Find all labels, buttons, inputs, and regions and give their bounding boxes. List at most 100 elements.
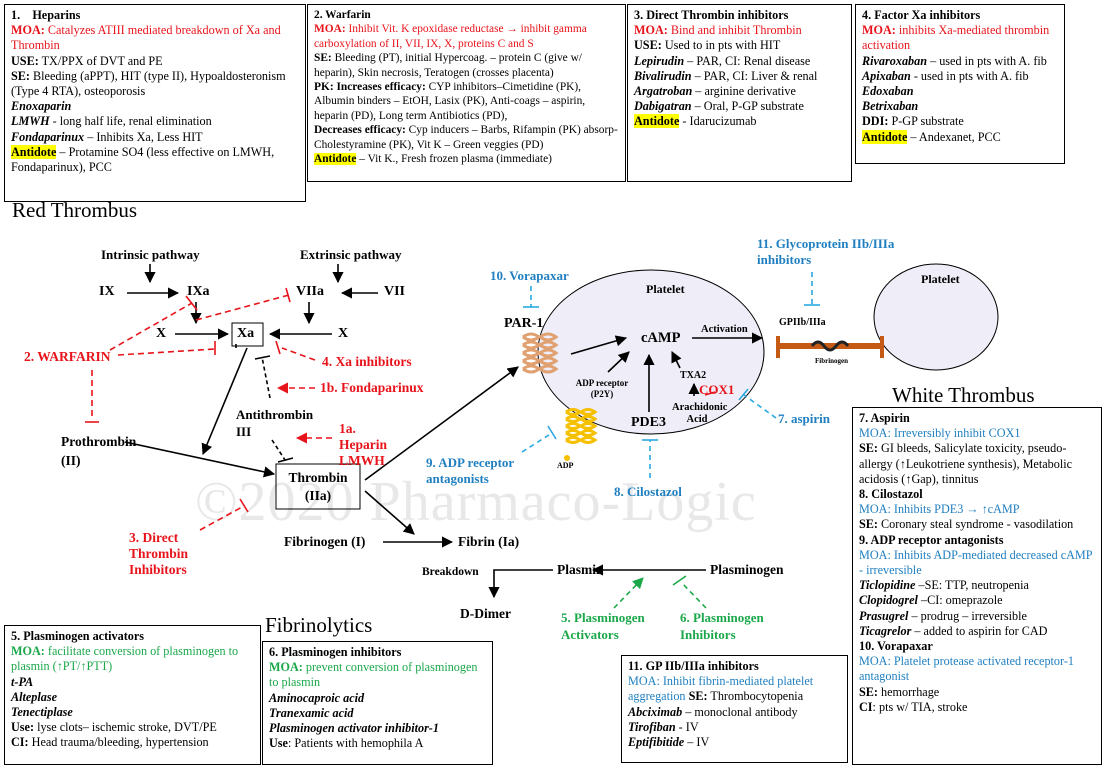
cilostazol-moa-label: MOA	[859, 502, 888, 517]
heparins-use-label: USE:	[11, 53, 39, 68]
heparins-num: 1.	[11, 8, 21, 22]
thrombin-box-frame	[275, 463, 361, 510]
gp-d1: Abciximab	[628, 704, 683, 719]
arrow-thrombin-fibrin	[364, 490, 415, 535]
arrow-prothrombin-thrombin	[124, 441, 276, 478]
cilostazol-label: 8. Cilostazol	[614, 484, 682, 499]
vorapaxar-moa-label: MOA:	[859, 654, 891, 669]
node-x-left: X	[156, 326, 167, 341]
aspirin-se-label: SE:	[859, 441, 878, 456]
fibrinolytics-heading: Fibrinolytics	[265, 613, 373, 637]
prothrombin-label: Prothrombin (II)	[61, 434, 137, 468]
dti-moa: Bind and inhibit Thrombin	[670, 23, 802, 38]
fondaparinux-label: 1b. Fondaparinux	[320, 380, 424, 395]
gp-inhibitors-box: 11. GP IIb/IIIa inhibitors MOA: Inhibit …	[621, 655, 848, 763]
xa-d2-desc: - used in pts with A. fib	[910, 68, 1029, 83]
gp-se: Thrombocytopenia	[707, 689, 804, 704]
warfarin-title: 2. Warfarin	[314, 9, 371, 21]
warfarin-pk-dec-label: Decreases efficacy:	[314, 124, 406, 137]
arrow-breakdown	[488, 569, 553, 599]
gp-moa-label: MOA:	[628, 674, 660, 689]
txa2-label: TXA2	[680, 370, 707, 381]
plasminogen-inhibitors-label: 6. Plasminogen Inhibitors	[680, 610, 764, 642]
heparins-drug2-desc: - long half life, renal elimination	[49, 114, 212, 129]
pde3-label: PDE3	[631, 415, 666, 430]
watermark: ©2020 Pharmaco-Logic	[195, 471, 757, 533]
adp-antag-d3-desc: – prodrug – irreversible	[908, 608, 1027, 623]
warfarin-box: 2. Warfarin MOA: Inhibit Vit. K epoxidas…	[307, 4, 626, 182]
extrinsic-pathway-label: Extrinsic pathway	[300, 247, 402, 262]
xa-box-frame	[231, 322, 264, 347]
dti-antidote-label: Antidote	[634, 114, 680, 129]
warfarin-pk-inc: CYP inhibitors–Cimetidine (PK), Albumin …	[314, 81, 586, 122]
dti-moa-label: MOA:	[634, 23, 668, 38]
xa-d1: Rivaroxaban	[862, 53, 928, 68]
arrow-thrombin-par1	[364, 366, 519, 481]
vorapaxar-ci-label: CI	[859, 699, 873, 714]
dti-use-label: USE:	[634, 38, 662, 53]
heparins-moa-label: MOA:	[11, 23, 45, 38]
warfarin-antidote-label: Antidote	[314, 153, 357, 166]
xa-d1-desc: – used in pts with A. fib	[927, 53, 1047, 68]
adp-antagonists-label: 9. ADP receptor antagonists	[426, 455, 514, 486]
dti-d2-desc: – PAR, CI: Liver & renal	[691, 68, 818, 83]
arrow-adp-camp	[607, 351, 630, 373]
aspirin-se: GI bleeds, Salicylate toxicity, pseudo-a…	[859, 441, 1072, 486]
cilostazol-se-label: SE:	[859, 517, 878, 532]
gp-receptor-label: GPIIb/IIIa	[779, 317, 826, 328]
xa-moa: inhibits Xa-mediated thrombin activation	[862, 23, 1050, 53]
vorapaxar-label: 10. Vorapaxar	[490, 268, 569, 283]
dti-d3: Argatroban	[634, 84, 693, 99]
heparins-title: Heparins	[32, 8, 81, 22]
adp-label: ADP	[557, 461, 574, 470]
xa-antidote: – Andexanet, PCC	[907, 129, 1001, 144]
warfarin-label: 2. WARFARIN	[24, 349, 111, 364]
warfarin-moa-label: MOA:	[314, 23, 346, 36]
cox1-label: COX1	[699, 382, 735, 397]
heparins-antidote: – Protamine SO4 (less effective on LMWH,…	[11, 144, 275, 175]
adp-receptor-icon	[565, 408, 598, 444]
plasminogen-label: Plasminogen	[710, 562, 784, 577]
par1-receptor-icon	[522, 332, 559, 374]
pa-d3: Tenectiplase	[11, 705, 73, 720]
heparins-drug1: Enoxaparin	[11, 99, 72, 114]
pa-d1: t-PA	[11, 674, 34, 689]
dti-title: 3. Direct Thrombin inhibitors	[634, 8, 789, 22]
par1-label: PAR-1	[504, 316, 544, 331]
xa-moa-label: MOA:	[862, 23, 896, 38]
pi-line	[680, 581, 707, 609]
heparin-label: 1a. Heparin LMWH	[339, 421, 388, 468]
gp-d3: Eptifibitide	[628, 735, 685, 750]
aspirin-moa: Irreversibly inhibit COX1	[893, 426, 1021, 441]
xa-d4: Betrixaban	[862, 99, 919, 114]
cox1-to-arachidonic	[704, 391, 716, 396]
node-x-right: X	[338, 326, 349, 341]
platelet-label: Platelet	[646, 282, 685, 296]
warfarin-pk-inc-label: PK: Increases efficacy:	[314, 81, 426, 94]
antiplatelet-box: 7. Aspirin MOA: Irreversibly inhibit COX…	[852, 407, 1102, 765]
pa-use: lyse clots– ischemic stroke, DVT/PE	[34, 720, 217, 735]
gp-d2: Tirofiban	[628, 719, 676, 734]
aspirin-cox1-bar	[738, 388, 749, 401]
node-ix: IX	[99, 284, 115, 299]
fibrin-label: Fibrin (Ia)	[458, 534, 520, 549]
antithrombin-xa-bar	[254, 355, 271, 360]
xa-ddi: P-GP substrate	[888, 114, 964, 129]
dti-d1-desc: – PAR, CI: Renal disease	[684, 53, 811, 68]
aspirin-label: 7. aspirin	[778, 411, 831, 426]
platelet-label-2: Platelet	[921, 272, 960, 286]
vorapaxar-se-label: SE:	[859, 684, 878, 699]
dti-box: 3. Direct Thrombin inhibitors MOA: Bind …	[627, 4, 852, 182]
arrow-par1-camp	[570, 335, 628, 355]
pa-d2: Alteplase	[11, 689, 58, 704]
xa-d2: Apixaban	[862, 68, 911, 83]
pa-title: 5. Plasminogen activators	[11, 629, 145, 643]
xa-ddi-label: DDI:	[862, 114, 889, 129]
dti-thrombin-bar	[239, 498, 249, 513]
red-thrombus-heading: Red Thrombus	[12, 198, 138, 222]
platelet-cell-2	[873, 263, 999, 371]
arrow-xa-thrombin	[201, 347, 248, 456]
antithrombin-label: Antithrombin III	[236, 407, 314, 439]
pa-moa: facilitate conversion of plasminogen to …	[11, 644, 239, 674]
